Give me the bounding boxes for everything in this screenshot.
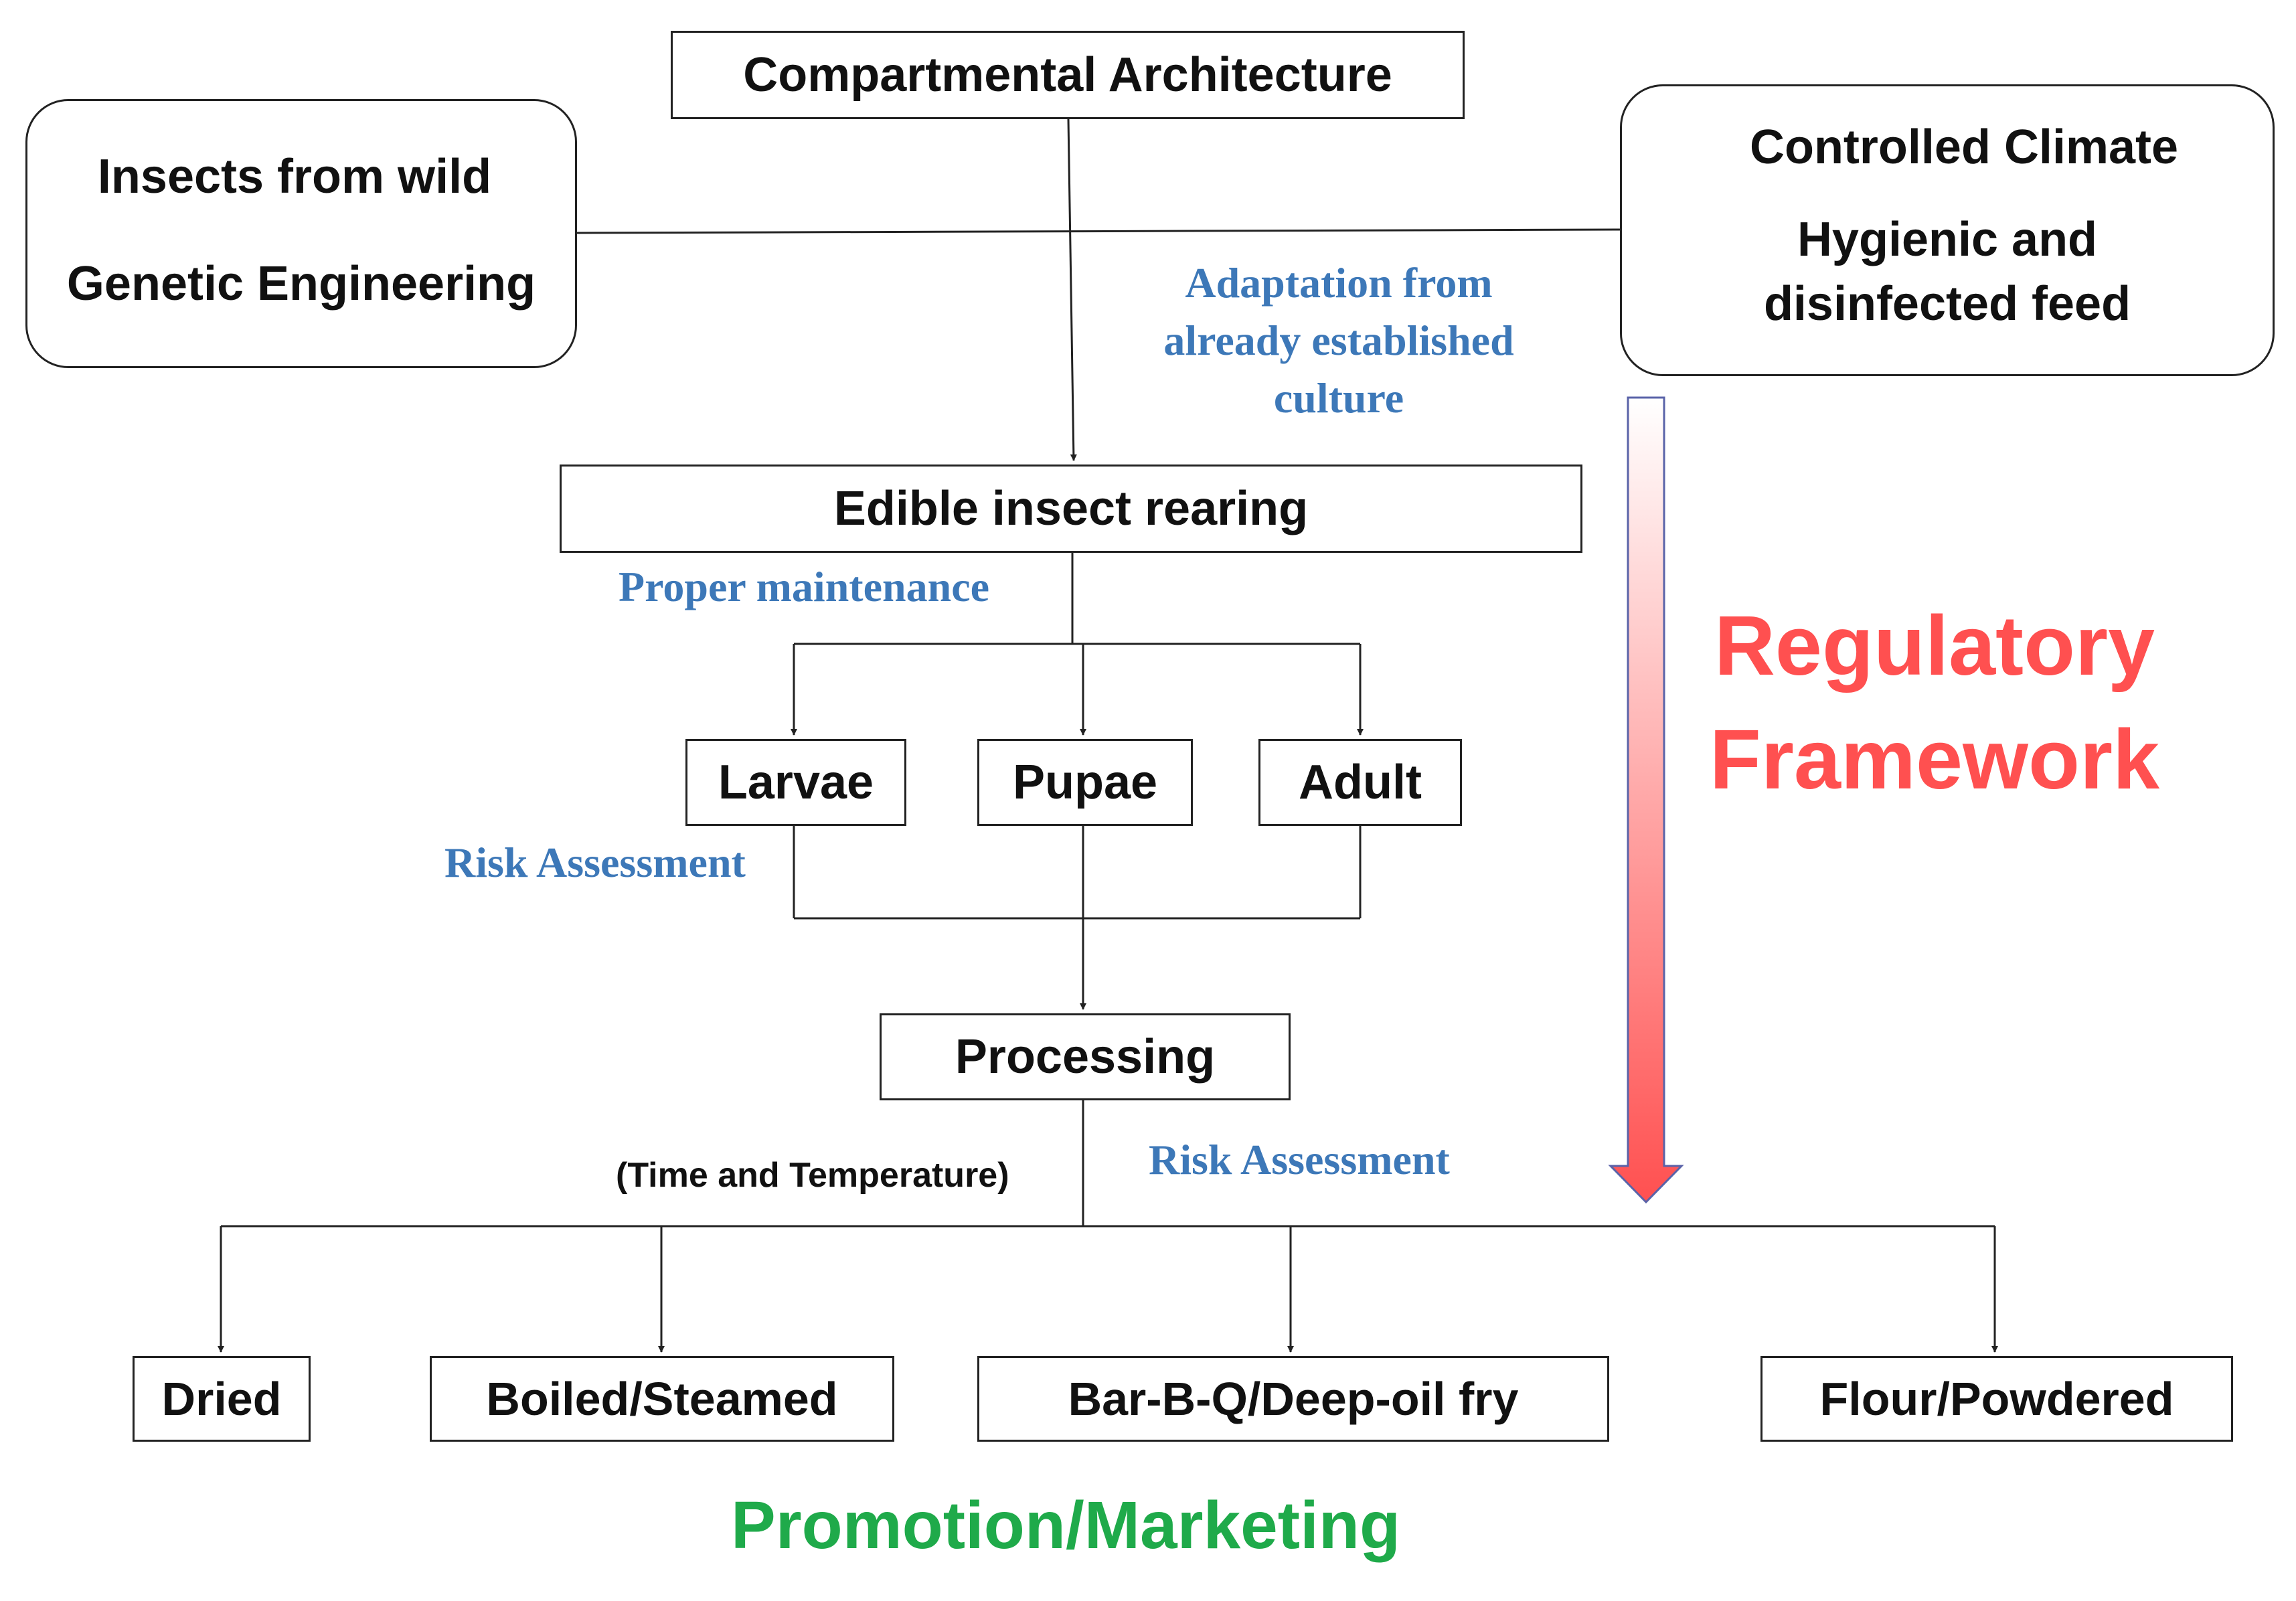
- compartmental-architecture-box: Compartmental Architecture: [671, 31, 1465, 119]
- pupae-box: Pupae: [977, 739, 1193, 826]
- connector-sources-to-climate: [576, 228, 1621, 234]
- boiled-steamed-box: Boiled/Steamed: [430, 1356, 894, 1442]
- larvae-label: Larvae: [718, 756, 874, 809]
- edible-insect-rearing-label: Edible insect rearing: [833, 482, 1309, 535]
- insects-from-wild-label: Insects from wild: [97, 150, 492, 203]
- climate-feed-box: Controlled Climate Hygienic and disinfec…: [1620, 84, 2275, 376]
- adaptation-label: Adaptation from already established cult…: [1138, 254, 1540, 427]
- barbq-deep-oil-fry-box: Bar-B-Q/Deep-oil fry: [977, 1356, 1609, 1442]
- pupae-label: Pupae: [1012, 756, 1158, 809]
- disinfected-feed-label: disinfected feed: [1763, 277, 2131, 331]
- adult-label: Adult: [1299, 756, 1422, 809]
- regulatory-line-2: Framework: [1709, 712, 2160, 807]
- risk-assessment-label-1: Risk Assessment: [444, 839, 746, 886]
- promotion-marketing-label: Promotion/Marketing: [731, 1488, 1401, 1563]
- flour-powdered-box: Flour/Powdered: [1760, 1356, 2233, 1442]
- adaptation-line-3: culture: [1273, 374, 1404, 422]
- processing-label: Processing: [955, 1030, 1216, 1084]
- regulatory-line-1: Regulatory: [1714, 598, 2155, 693]
- regulatory-framework-label: Regulatory Framework: [1700, 589, 2169, 817]
- proper-maintenance-label: Proper maintenance: [619, 563, 989, 610]
- dried-label: Dried: [161, 1373, 282, 1425]
- adult-box: Adult: [1258, 739, 1462, 826]
- connector-compartmental-to-rearing: [1067, 118, 1077, 461]
- flour-powdered-label: Flour/Powdered: [1819, 1373, 2174, 1425]
- hygienic-label: Hygienic and: [1797, 213, 2098, 266]
- edible-insect-rearing-box: Edible insect rearing: [560, 465, 1582, 553]
- time-temperature-label: (Time and Temperature): [616, 1156, 1009, 1195]
- larvae-box: Larvae: [685, 739, 906, 826]
- regulatory-arrow: [1608, 396, 1684, 1204]
- adaptation-line-1: Adaptation from: [1185, 259, 1493, 307]
- risk-assessment-label-2: Risk Assessment: [1149, 1136, 1450, 1183]
- boiled-steamed-label: Boiled/Steamed: [486, 1373, 838, 1425]
- compartmental-architecture-label: Compartmental Architecture: [743, 48, 1392, 102]
- processing-box: Processing: [880, 1013, 1291, 1100]
- genetic-engineering-label: Genetic Engineering: [66, 257, 536, 311]
- barbq-deep-oil-fry-label: Bar-B-Q/Deep-oil fry: [1068, 1373, 1519, 1425]
- dried-box: Dried: [133, 1356, 311, 1442]
- adaptation-line-2: already established: [1163, 317, 1514, 364]
- insect-source-box: Insects from wild Genetic Engineering: [25, 99, 577, 368]
- controlled-climate-label: Controlled Climate: [1749, 120, 2179, 174]
